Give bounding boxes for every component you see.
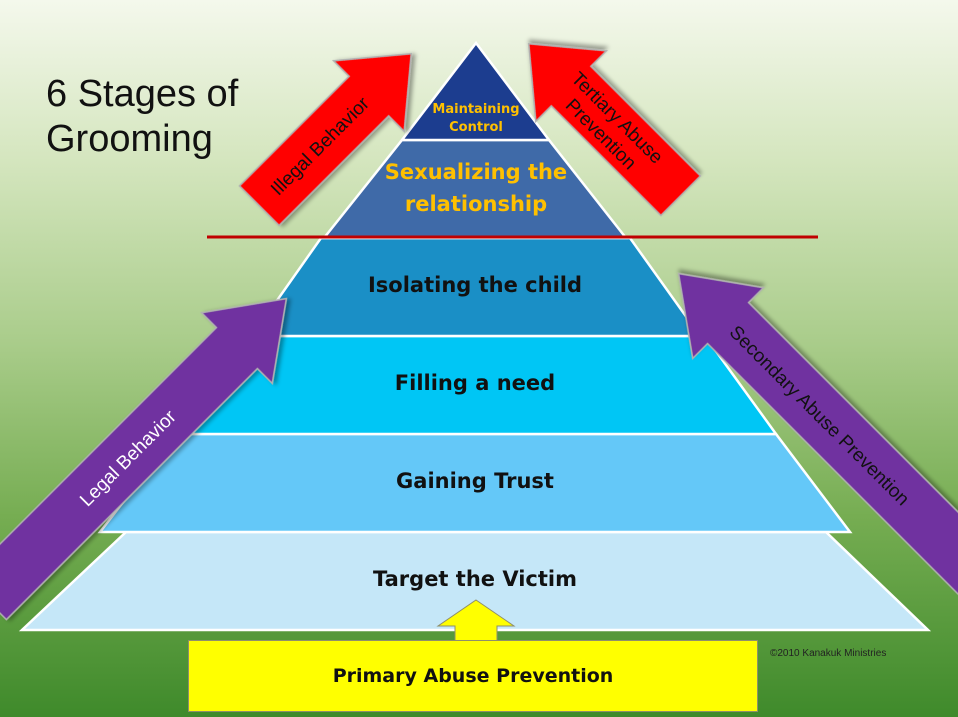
copyright-credit: ©2010 Kanakuk Ministries [770, 648, 887, 659]
stage-sexualizing-label-line2: relationship [405, 192, 547, 216]
stage-sexualizing-label-line1: Sexualizing the [385, 160, 567, 184]
diagram-title-line1: 6 Stages of [46, 73, 239, 115]
stage-sexualizing-band [321, 138, 629, 240]
stage-maintaining-band [399, 40, 552, 142]
stage-maintaining-label-line2: Control [449, 120, 503, 135]
diagram-title: 6 Stages of Grooming [46, 72, 238, 162]
primary-prevention-box: Primary Abuse Prevention [188, 640, 758, 712]
diagram-title-line2: Grooming [46, 118, 213, 160]
stage-gaining-label: Gaining Trust [396, 469, 554, 493]
stage-maintaining-label-line1: Maintaining [432, 102, 519, 117]
stage-isolating-label: Isolating the child [368, 273, 582, 297]
pyramid [18, 40, 932, 632]
primary-prevention-label: Primary Abuse Prevention [332, 665, 614, 687]
stage-target-label: Target the Victim [373, 567, 577, 591]
tertiary-prevention-arrow [527, 42, 702, 217]
stage-filling-label: Filling a need [395, 371, 555, 395]
